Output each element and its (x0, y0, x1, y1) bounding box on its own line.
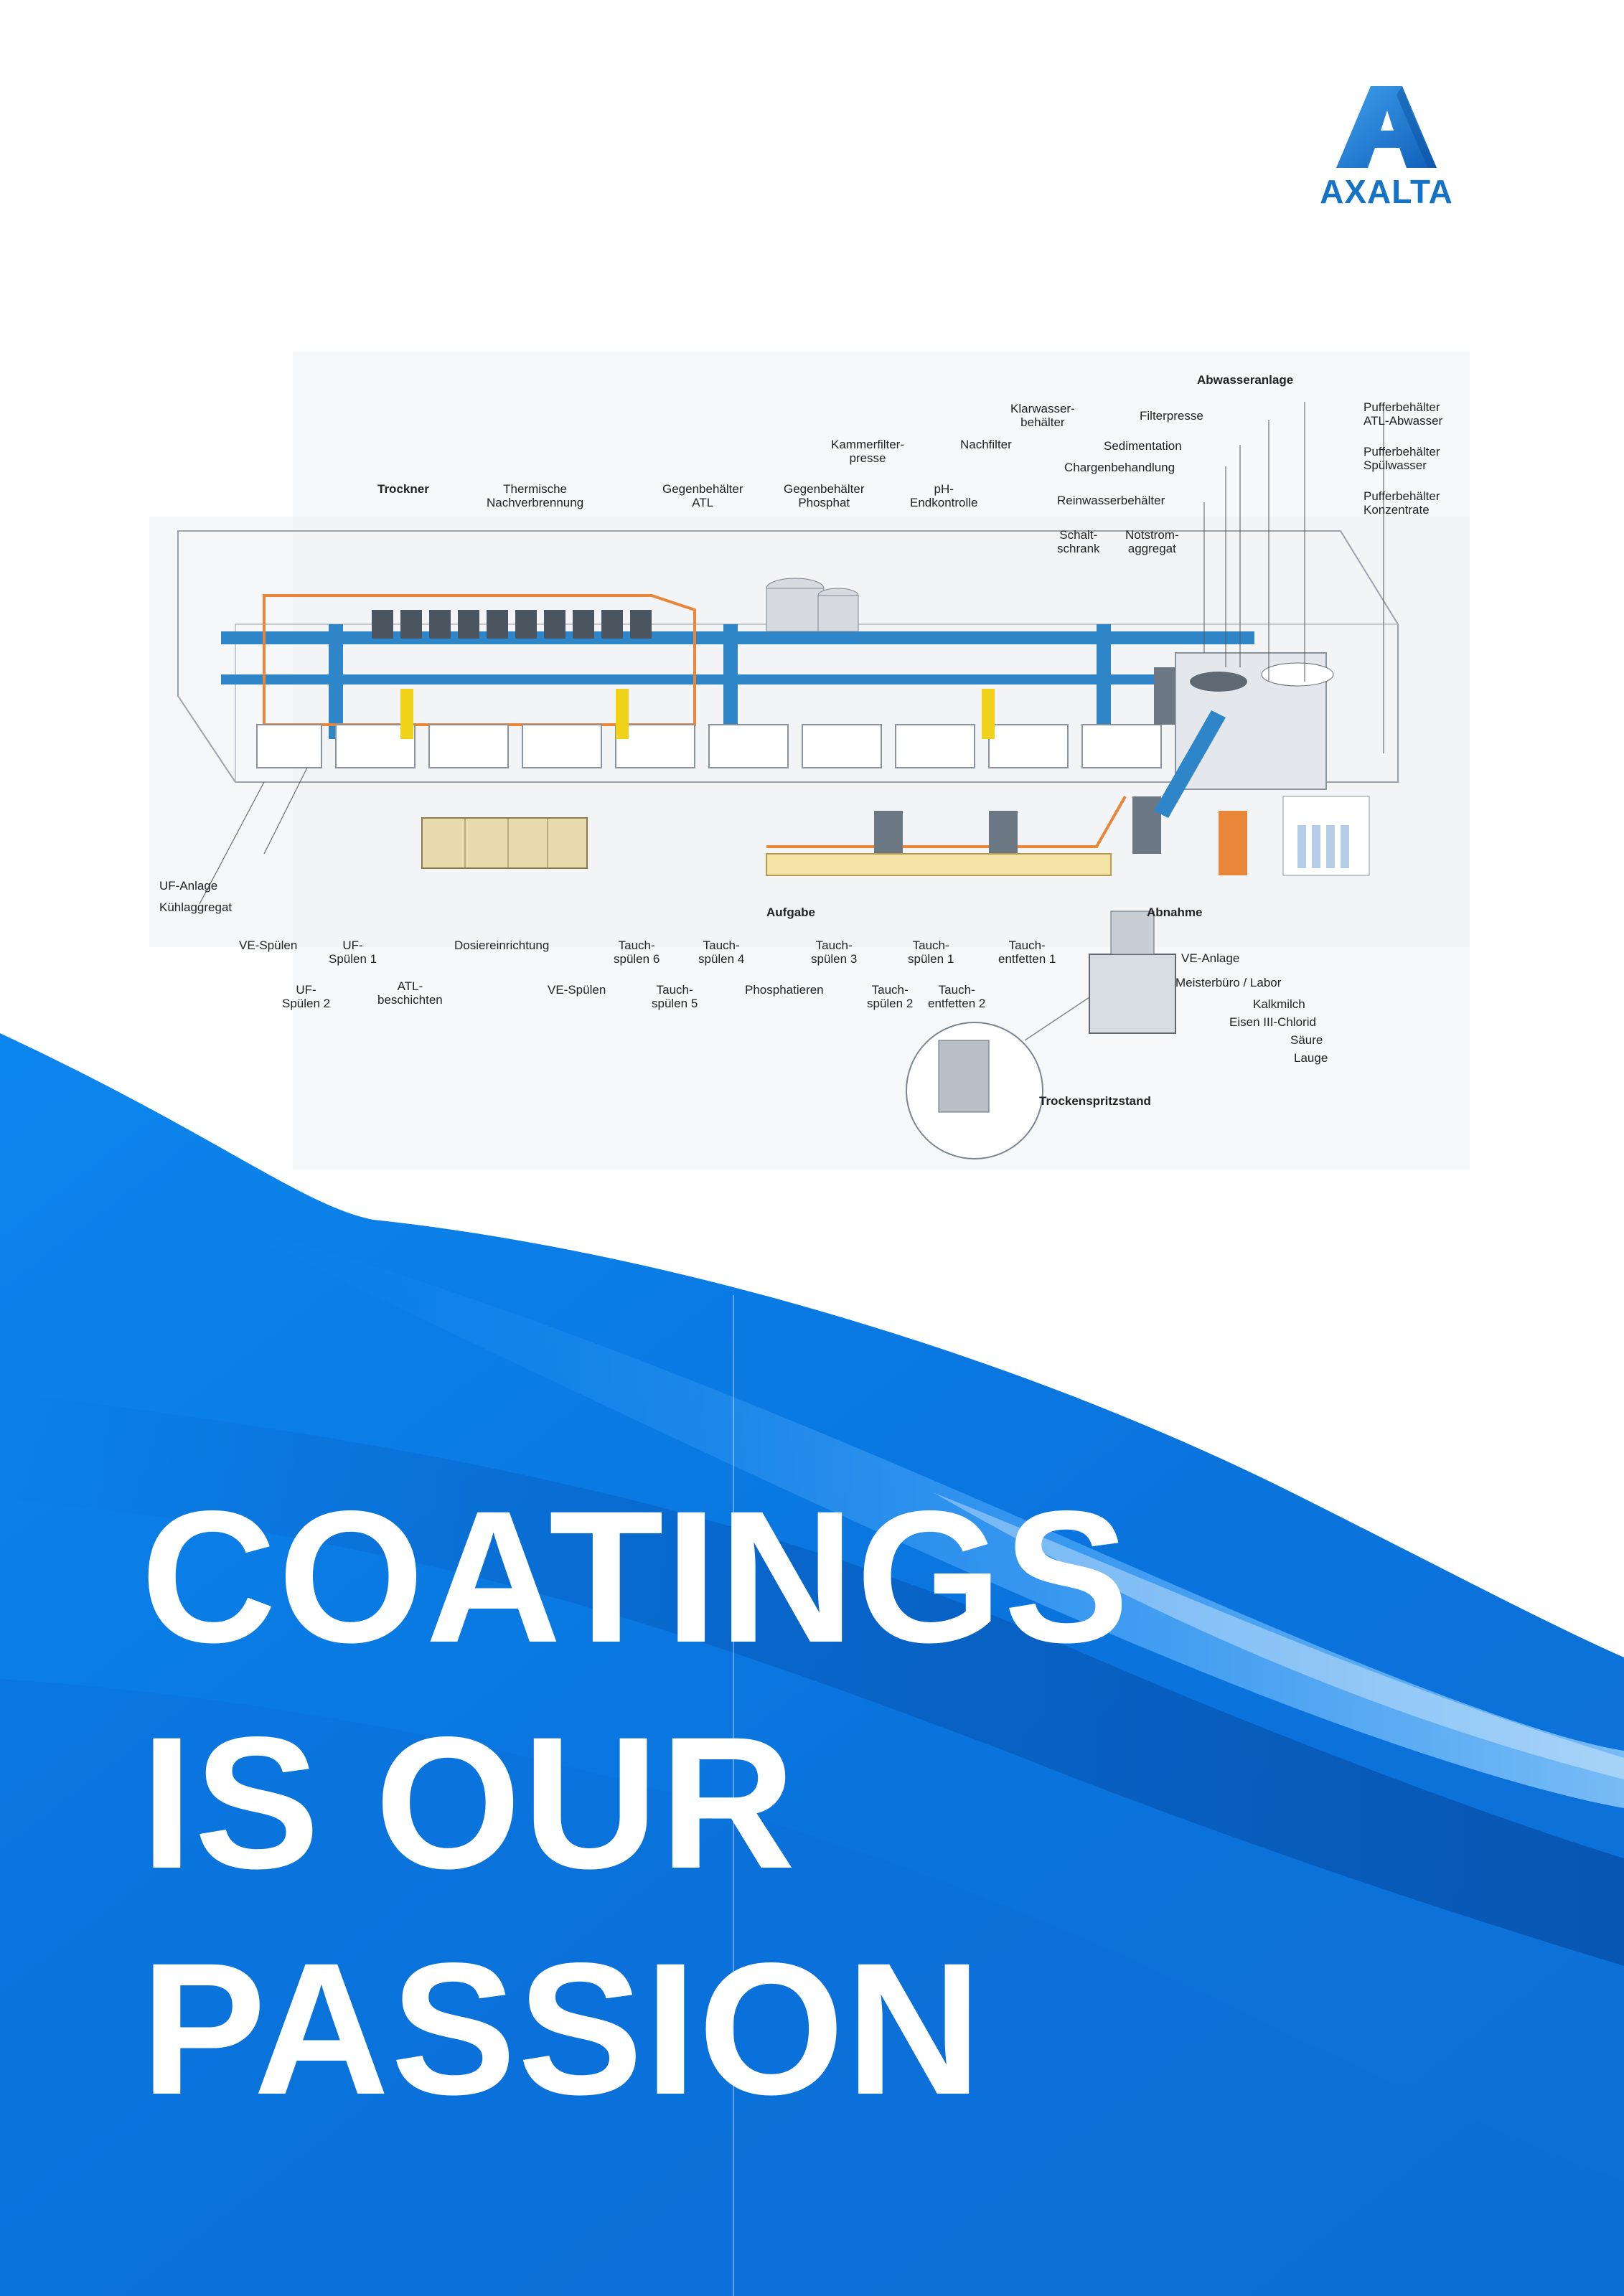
label-kammerfilter: Kammerfilter- presse (831, 438, 905, 465)
label-lauge: Lauge (1294, 1051, 1328, 1065)
label-trockenspritz: Trockenspritzstand (1039, 1094, 1151, 1108)
label-phosphatieren: Phosphatieren (745, 983, 824, 997)
blue-wave-background (0, 1033, 1624, 2296)
label-reinwasser: Reinwasserbehälter (1057, 494, 1165, 507)
label-trockner: Trockner (377, 482, 429, 496)
label-thermische: Thermische Nachverbrennung (487, 482, 584, 509)
label-tauch-5: Tauch- spülen 5 (652, 983, 698, 1010)
plant-diagram: Abwasseranlage Klarwasser- behälter Filt… (149, 352, 1470, 1170)
label-entfetten-2: Tauch- entfetten 2 (928, 983, 986, 1010)
axalta-wordmark: AXALTA (1320, 173, 1453, 210)
slogan-line-1: COATINGS (141, 1472, 1131, 1682)
label-aufgabe: Aufgabe (766, 905, 815, 919)
label-klarwasser: Klarwasser- behälter (1010, 402, 1075, 429)
label-tauch-4: Tauch- spülen 4 (698, 938, 745, 966)
label-uf-spuelen-1: UF- Spülen 1 (329, 938, 377, 966)
label-ve-spuelen-1: VE-Spülen (239, 938, 298, 952)
axalta-logo: AXALTA (1308, 80, 1465, 210)
label-kalk: Kalkmilch (1253, 997, 1305, 1011)
label-uf-spuelen-2: UF- Spülen 2 (282, 983, 331, 1010)
plant-illustration (149, 352, 1470, 1170)
label-sedimentation: Sedimentation (1104, 439, 1182, 453)
label-tauch-3: Tauch- spülen 3 (811, 938, 858, 966)
label-kuehl: Kühlaggregat (159, 900, 233, 914)
label-gegen-phos: Gegenbehälter Phosphat (784, 482, 865, 509)
label-puffer-konz: Pufferbehälter Konzentrate (1363, 489, 1440, 517)
label-saeure: Säure (1290, 1033, 1323, 1047)
label-entfetten-1: Tauch- entfetten 1 (998, 938, 1056, 966)
label-puffer-atl: Pufferbehälter ATL-Abwasser (1363, 400, 1443, 428)
label-ve-anlage: VE-Anlage (1181, 951, 1240, 965)
axalta-a-mark-icon (1336, 86, 1437, 168)
label-abnahme: Abnahme (1147, 905, 1203, 919)
label-gegen-atl: Gegenbehälter ATL (662, 482, 743, 509)
label-atl: ATL- beschichten (377, 979, 443, 1007)
label-notstrom: Notstrom- aggregat (1125, 528, 1179, 555)
label-dosier: Dosiereinrichtung (454, 938, 550, 952)
label-schaltschrank: Schalt- schrank (1057, 528, 1100, 555)
label-ph: pH- Endkontrolle (910, 482, 978, 509)
label-tauch-2: Tauch- spülen 2 (867, 983, 914, 1010)
label-eisen: Eisen III-Chlorid (1229, 1015, 1316, 1029)
slogan-line-3: PASSION (141, 1924, 983, 2134)
slogan-line-2: IS OUR (141, 1698, 797, 1908)
label-ve-spuelen-2: VE-Spülen (548, 983, 606, 997)
label-nachfilter: Nachfilter (960, 438, 1012, 451)
page-fold-line (733, 1295, 734, 2296)
label-chargen: Chargenbehandlung (1064, 461, 1175, 474)
label-uf-anlage: UF-Anlage (159, 879, 218, 893)
label-tauch-1: Tauch- spülen 1 (908, 938, 954, 966)
slogan: COATINGS IS OUR PASSION (141, 1464, 1130, 2142)
label-meister: Meisterbüro / Labor (1175, 976, 1282, 989)
label-tauch-6: Tauch- spülen 6 (614, 938, 660, 966)
label-filterpresse: Filterpresse (1140, 409, 1203, 423)
label-puffer-spuel: Pufferbehälter Spülwasser (1363, 445, 1440, 472)
label-abwasseranlage: Abwasseranlage (1197, 373, 1294, 387)
